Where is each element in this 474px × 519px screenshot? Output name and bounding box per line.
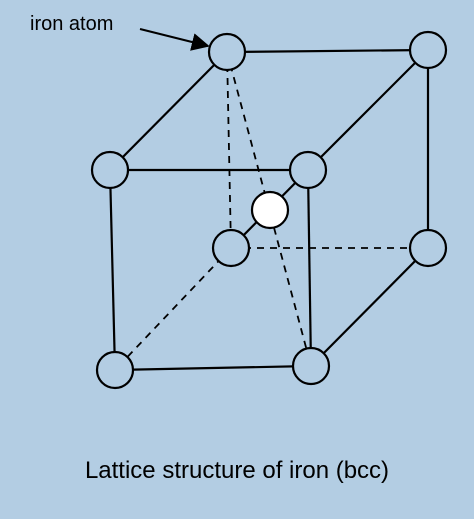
atom-top-front-right	[288, 150, 328, 190]
atoms	[90, 30, 448, 390]
edge-top-right	[307, 49, 429, 171]
edge-top-left	[109, 51, 228, 171]
atom-bottom-front-left	[95, 350, 135, 390]
atom-top-back-right	[408, 30, 448, 70]
label-arrow	[139, 28, 210, 51]
edge-bottom-right	[310, 247, 429, 367]
atom-label-group: iron atom	[30, 13, 210, 51]
atom-label: iron atom	[30, 13, 113, 35]
dashed-edge-back-bottom-left	[114, 247, 232, 371]
atom-body-center	[250, 190, 290, 230]
atom-top-back-left	[207, 32, 247, 72]
atom-bottom-back-left	[211, 228, 251, 268]
edge-bottom-front	[114, 364, 312, 372]
atom-top-front-left	[90, 150, 130, 190]
dashed-edge-back-top-to-back-front	[226, 51, 232, 249]
atom-bottom-back-right	[408, 228, 448, 268]
edge-left-vertical	[108, 169, 117, 371]
atom-bottom-front-right	[291, 346, 331, 386]
edge-front-right-vertical	[306, 169, 313, 367]
diagram-caption: Lattice structure of iron (bcc)	[85, 457, 389, 484]
edge-top-back	[226, 48, 429, 54]
